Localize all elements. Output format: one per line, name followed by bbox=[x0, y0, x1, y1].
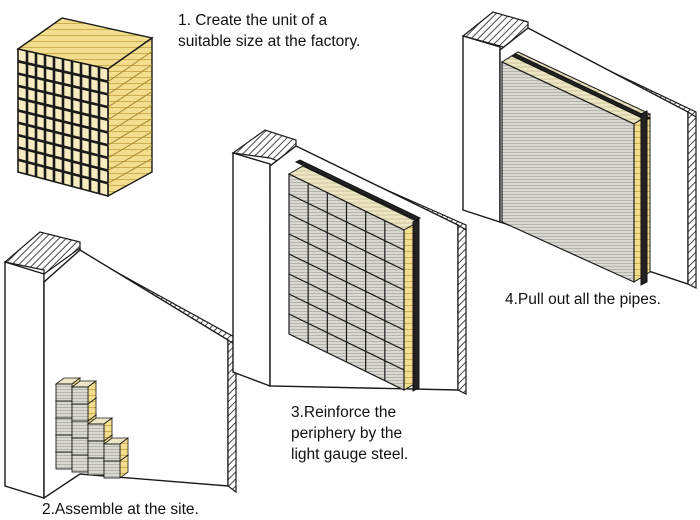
panel-grid-horizontal bbox=[288, 193, 405, 251]
block-front bbox=[55, 417, 73, 436]
side-grain-line bbox=[107, 117, 153, 146]
lattice-horizontal bbox=[17, 109, 109, 134]
step-2-caption: 2.Assemble at the site. bbox=[42, 499, 199, 520]
lattice-horizontal bbox=[17, 133, 109, 160]
step3-wall-assembly bbox=[231, 129, 467, 395]
steel-right-post bbox=[412, 218, 420, 392]
block-front bbox=[55, 451, 73, 470]
steel4-top-rail bbox=[510, 53, 652, 121]
wall3-left-post bbox=[232, 152, 271, 388]
block-front bbox=[103, 443, 121, 462]
block-front bbox=[103, 460, 121, 479]
side-grain-line bbox=[107, 64, 153, 95]
lattice-horizontal bbox=[17, 121, 109, 147]
step-3-caption: 3.Reinforce the periphery by the light g… bbox=[291, 402, 408, 465]
panel3-unit-grid bbox=[288, 183, 405, 381]
lattice-horizontal bbox=[17, 146, 109, 172]
block-front bbox=[87, 457, 105, 476]
wall4-left-post bbox=[462, 35, 501, 223]
block-front bbox=[55, 434, 73, 453]
block-front bbox=[55, 383, 73, 402]
block-front bbox=[71, 420, 89, 439]
block-front bbox=[55, 400, 73, 419]
side-grain-line bbox=[107, 91, 153, 121]
block-front bbox=[71, 386, 89, 405]
unit-side-grain bbox=[107, 50, 153, 184]
step-3-line-1: 3.Reinforce the bbox=[291, 404, 397, 421]
panel-grid-horizontal bbox=[288, 273, 405, 331]
side-grain-line bbox=[107, 144, 153, 172]
wall-left-post bbox=[4, 261, 45, 499]
step-3-line-3: light gauge steel. bbox=[291, 446, 409, 463]
step-1-caption: 1. Create the unit of a suitable size at… bbox=[178, 10, 360, 52]
step-4-line-1: 4.Pull out all the pipes. bbox=[505, 291, 661, 308]
block-front bbox=[71, 437, 89, 456]
step-1-line-2: suitable size at the factory. bbox=[178, 33, 361, 50]
step4-wall-assembly bbox=[461, 11, 697, 289]
block-front bbox=[87, 440, 105, 459]
panel-grid-horizontal bbox=[288, 213, 405, 271]
step-1-line-1: 1. Create the unit of a bbox=[178, 12, 328, 29]
panel4-front bbox=[501, 61, 635, 283]
factory-unit-block bbox=[16, 17, 154, 198]
step2-wall-assembly bbox=[3, 231, 237, 500]
steel-top-rail bbox=[294, 159, 422, 221]
block-front bbox=[87, 423, 105, 442]
step-3-line-2: periphery by the bbox=[291, 425, 403, 442]
side-grain-line bbox=[107, 77, 153, 108]
side-grain-line bbox=[107, 131, 153, 159]
steel4-right-post bbox=[640, 110, 648, 286]
stacked-unit-blocks bbox=[54, 377, 130, 479]
side-grain-line bbox=[107, 158, 153, 184]
block-front bbox=[71, 454, 89, 473]
step-4-caption: 4.Pull out all the pipes. bbox=[505, 289, 661, 310]
side-grain-line bbox=[107, 104, 153, 133]
step-2-line-1: 2.Assemble at the site. bbox=[42, 501, 199, 518]
panel-grid-horizontal bbox=[288, 233, 405, 291]
panel-grid-horizontal bbox=[288, 313, 405, 371]
side-grain-line bbox=[107, 50, 153, 83]
panel-grid-horizontal bbox=[288, 253, 405, 311]
lattice-horizontal bbox=[17, 158, 109, 185]
unit-lattice-grid bbox=[17, 51, 109, 194]
wall3-end-hatch bbox=[457, 223, 467, 395]
wall4-end-hatch bbox=[687, 110, 697, 289]
block-front bbox=[71, 403, 89, 422]
panel-grid-horizontal bbox=[288, 293, 405, 351]
